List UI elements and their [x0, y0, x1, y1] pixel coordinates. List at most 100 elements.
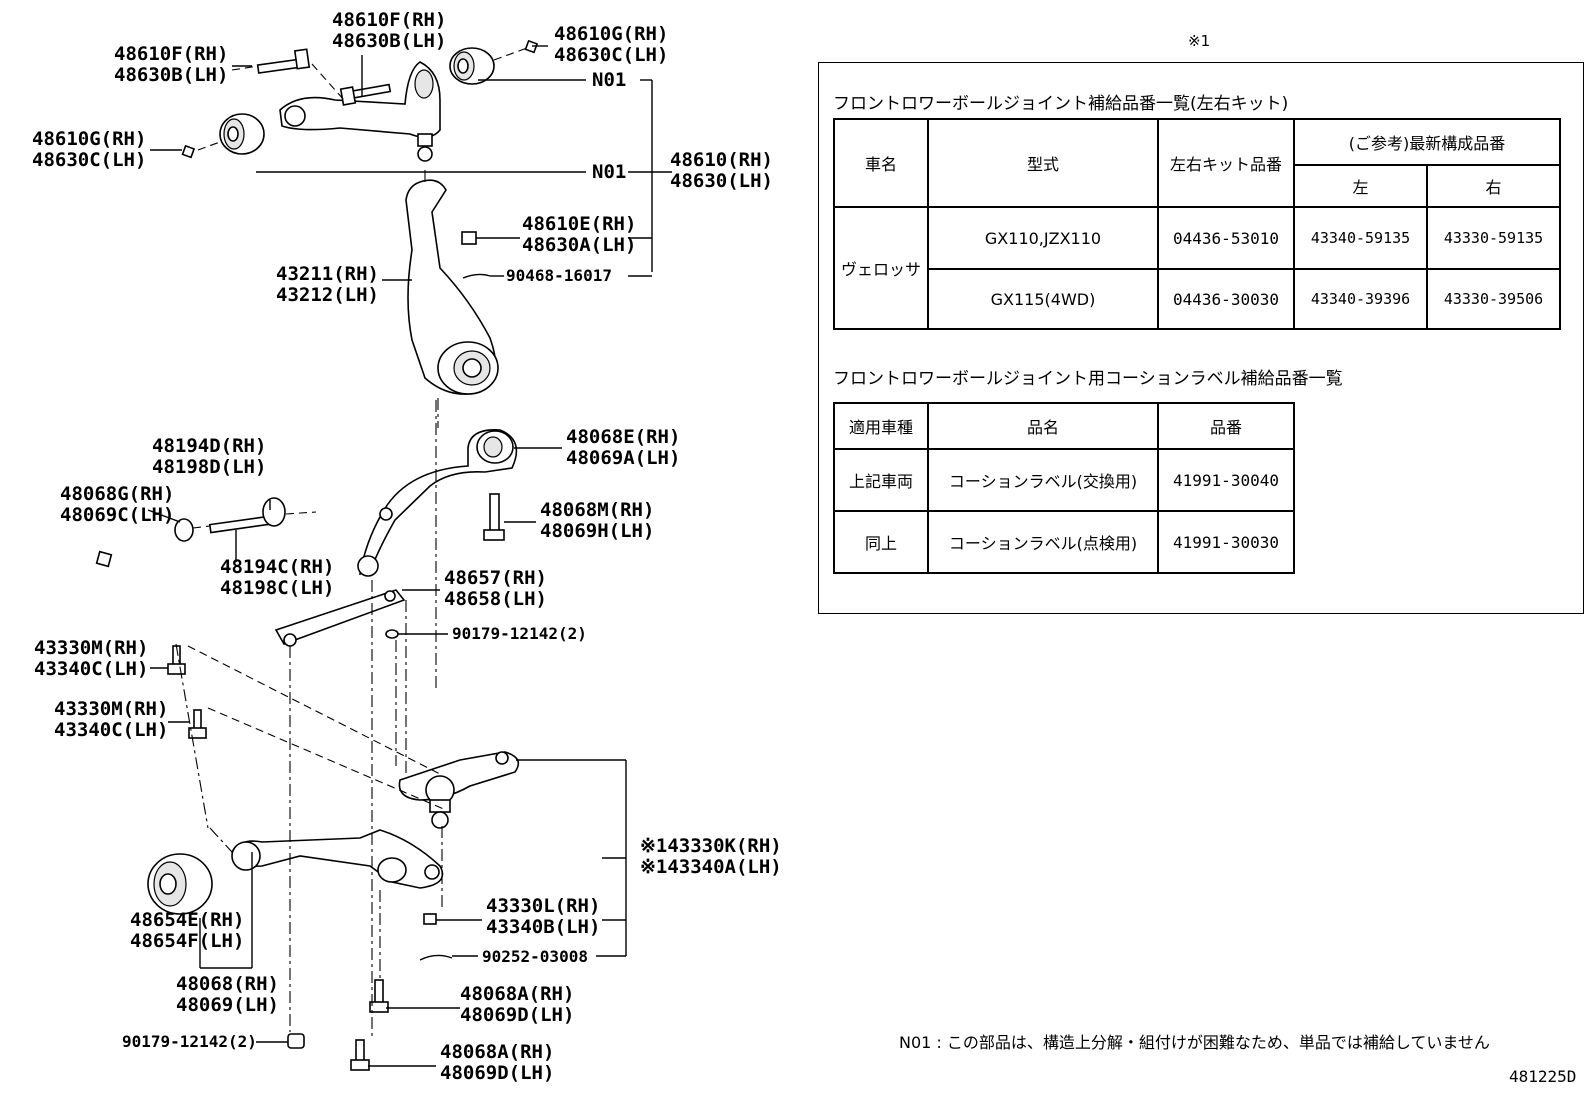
label-48068: 48068(RH) — [176, 973, 279, 995]
label-N01-2: N01 — [592, 161, 626, 183]
label-48630B-1: 48630B(LH) — [332, 30, 446, 52]
label-48194C: 48194C(RH) — [220, 556, 334, 578]
bolt-90179-upper — [385, 629, 399, 639]
label-48068A-1: 48068A(RH) — [460, 983, 574, 1005]
bolt-48068A-1 — [369, 979, 389, 1013]
label-48069: 48069(LH) — [176, 994, 279, 1016]
nut-90179-lower — [287, 1033, 305, 1049]
label-43330M-1: 43330M(RH) — [34, 637, 148, 659]
label-48068E: 48068E(RH) — [566, 426, 680, 448]
figure-id: 481225D — [1509, 1067, 1577, 1086]
upper-arm-center-bolt — [339, 83, 392, 106]
header-part-no: 品番 — [1157, 402, 1295, 450]
upper-bushing-left — [219, 113, 265, 155]
header-applicable-vehicle: 適用車種 — [833, 402, 929, 450]
label-48658: 48658(LH) — [444, 588, 547, 610]
label-48610E: 48610E(RH) — [522, 213, 636, 235]
label-90468-16017: 90468-16017 — [506, 266, 612, 285]
cell-right-2: 43330-39506 — [1426, 268, 1561, 330]
cell-kit-1: 04436-53010 — [1157, 206, 1295, 270]
footnote-n01: N01 : この部品は、構造上分解・組付けが困難なため、単品では補給していません — [899, 1033, 1490, 1052]
label-48069H: 48069H(LH) — [540, 520, 654, 542]
label-48198C: 48198C(LH) — [220, 577, 334, 599]
label-43340C-2: 43340C(LH) — [54, 719, 168, 741]
cell-label-name-2: コーションラベル(点検用) — [927, 510, 1159, 574]
upper-arm-bolt — [256, 48, 311, 74]
label-43212: 43212(LH) — [276, 284, 379, 306]
label-48068G: 48068G(RH) — [60, 483, 174, 505]
cell-label-part-1: 41991-30040 — [1157, 448, 1295, 512]
long-bolt-48194C — [174, 497, 286, 542]
label-48657: 48657(RH) — [444, 567, 547, 589]
bolt-48068M — [483, 493, 505, 541]
cell-label-part-2: 41991-30030 — [1157, 510, 1295, 574]
upper-control-arm — [279, 61, 441, 162]
tension-rod-bracket — [357, 429, 518, 577]
label-90179-12142-upper: 90179-12142(2) — [452, 624, 587, 643]
cotter-pin-lower — [419, 954, 453, 961]
header-model: 型式 — [927, 118, 1159, 208]
header-item-name: 品名 — [927, 402, 1159, 450]
header-right: 右 — [1426, 164, 1561, 208]
kit-table-title: フロントロワーボールジョイント補給品番一覧(左右キット) — [833, 94, 1289, 114]
header-left: 左 — [1293, 164, 1428, 208]
label-43330K: ※143330K(RH) — [640, 835, 782, 857]
knuckle-nut — [461, 231, 477, 245]
nut-top — [524, 39, 539, 54]
label-43340C-1: 43340C(LH) — [34, 658, 148, 680]
label-48610F-1: 48610F(RH) — [332, 9, 446, 31]
label-48068A-2: 48068A(RH) — [440, 1041, 554, 1063]
label-48610G-2: 48610G(RH) — [32, 128, 146, 150]
label-48069A: 48069A(LH) — [566, 447, 680, 469]
header-latest: (ご参考)最新構成品番 — [1293, 118, 1561, 166]
kit-part-table: 車名 型式 左右キット品番 (ご参考)最新構成品番 左 右 ヴェロッサ GX11… — [833, 118, 1561, 330]
note-panel: フロントロワーボールジョイント補給品番一覧(左右キット) 車名 型式 左右キット… — [818, 62, 1584, 614]
caution-label-table: 適用車種 品名 品番 上記車両 コーションラベル(交換用) 41991-3004… — [833, 402, 1295, 574]
assembly-lines — [175, 47, 528, 1040]
header-vehicle: 車名 — [833, 118, 929, 208]
label-48630C-1: 48630C(LH) — [554, 44, 668, 66]
label-48194D: 48194D(RH) — [152, 435, 266, 457]
label-48610F-2: 48610F(RH) — [114, 43, 228, 65]
cell-model-2: GX115(4WD) — [927, 268, 1159, 330]
cell-label-vehicle-1: 上記車両 — [833, 448, 929, 512]
cell-model-1: GX110,JZX110 — [927, 206, 1159, 270]
label-48630: 48630(LH) — [670, 170, 773, 192]
cell-left-2: 43340-39396 — [1293, 268, 1428, 330]
nut-left — [181, 144, 196, 159]
cell-kit-2: 04436-30030 — [1157, 268, 1295, 330]
cell-right-1: 43330-59135 — [1426, 206, 1561, 270]
label-90179-12142-lower: 90179-12142(2) — [122, 1032, 257, 1051]
label-48630C-2: 48630C(LH) — [32, 149, 146, 171]
cell-vehicle: ヴェロッサ — [833, 206, 929, 330]
label-48068M: 48068M(RH) — [540, 499, 654, 521]
label-table-title: フロントロワーボールジョイント用コーションラベル補給品番一覧 — [833, 369, 1343, 389]
bolt-43330M-1 — [167, 645, 186, 675]
lower-control-arm — [231, 829, 444, 889]
label-43330L: 43330L(RH) — [486, 895, 600, 917]
label-48654F: 48654F(LH) — [130, 930, 244, 952]
label-43340B: 43340B(LH) — [486, 916, 600, 938]
label-48630B-2: 48630B(LH) — [114, 64, 228, 86]
label-43211: 43211(RH) — [276, 263, 379, 285]
label-48198D: 48198D(LH) — [152, 456, 266, 478]
steering-knuckle — [405, 179, 499, 395]
header-kit-no: 左右キット品番 — [1157, 118, 1295, 208]
cotter-pin — [462, 273, 491, 279]
label-43340A: ※143340A(LH) — [640, 856, 782, 878]
lower-bushing-48654 — [147, 853, 213, 915]
nut-48069C — [95, 550, 113, 568]
label-48654E: 48654E(RH) — [130, 909, 244, 931]
label-48630A: 48630A(LH) — [522, 234, 636, 256]
label-48069D-1: 48069D(LH) — [460, 1004, 574, 1026]
note-reference-mark: ※1 — [1188, 32, 1211, 50]
lower-ball-joint — [398, 751, 520, 829]
label-48610: 48610(RH) — [670, 149, 773, 171]
nut-43330L — [423, 913, 437, 925]
leader-lines — [147, 45, 672, 1067]
cell-label-name-1: コーションラベル(交換用) — [927, 448, 1159, 512]
label-N01-1: N01 — [592, 69, 626, 91]
upper-bushing-right — [449, 47, 495, 85]
label-48069D-2: 48069D(LH) — [440, 1062, 554, 1084]
